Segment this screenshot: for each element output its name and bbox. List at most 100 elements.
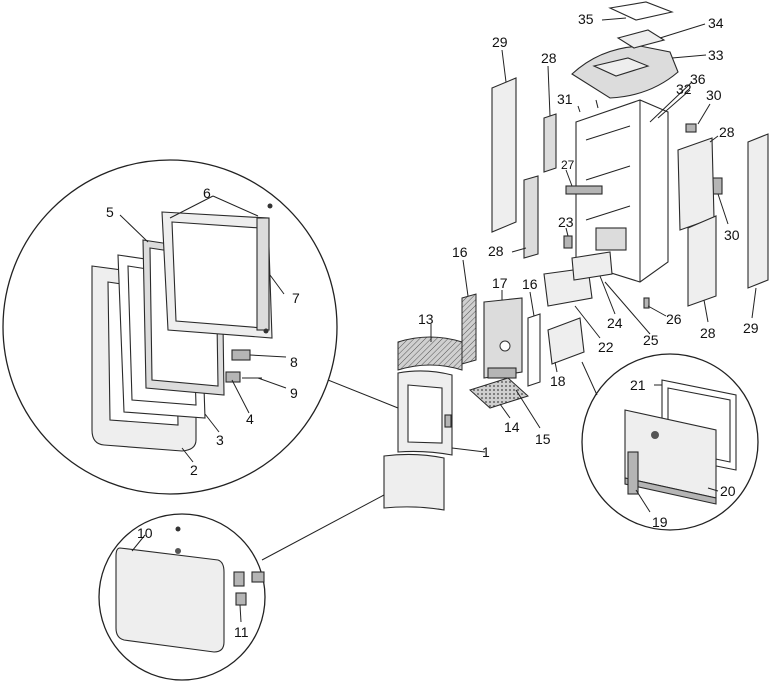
leader-29b: [751, 287, 757, 319]
drawer-hinge: [251, 571, 265, 583]
label-30b: 30: [724, 227, 740, 243]
top-plate-part: [608, 1, 674, 21]
label-1: 1: [482, 444, 490, 460]
leader-9: [257, 377, 287, 389]
bracket-part: [563, 235, 573, 249]
small-door-part: [547, 317, 585, 365]
drawer-front-part: [115, 547, 225, 653]
leader-18: [554, 361, 558, 373]
label-3: 3: [216, 432, 224, 448]
leader-6b: [212, 195, 259, 217]
leader-30a: [697, 103, 711, 125]
drawer-latch: [235, 592, 247, 606]
leader-16a: [462, 259, 469, 297]
label-29b: 29: [743, 320, 759, 336]
side-panel-left: [491, 77, 517, 233]
burn-pot-part: [469, 377, 529, 409]
leader-31a: [577, 105, 581, 113]
label-21: 21: [630, 377, 646, 393]
drawer-clip: [233, 571, 245, 587]
side-panel-right: [747, 133, 769, 289]
leader-26: [647, 305, 667, 317]
inner-door-edge: [624, 477, 717, 505]
leader-15: [515, 389, 541, 429]
stove-body-group: [563, 1, 729, 335]
back-plate-hole: [499, 340, 511, 352]
label-31: 31: [557, 91, 573, 107]
label-2: 2: [190, 462, 198, 478]
stove-frame-struts: [585, 100, 641, 282]
label-17: 17: [492, 275, 508, 291]
latch-part: [225, 371, 241, 383]
leader-30b: [717, 193, 729, 225]
label-4: 4: [246, 411, 254, 427]
label-25: 25: [643, 332, 659, 348]
label-28b: 28: [488, 243, 504, 259]
cover-panel-upper: [677, 137, 715, 231]
drawer-knob: [175, 548, 181, 554]
label-10: 10: [137, 525, 153, 541]
part-labels: 1 2 3 4 5 6 7 8 9 10 11 13 14 15 16 16 1…: [106, 11, 759, 640]
drawer-screw: [175, 526, 181, 532]
label-16b: 16: [522, 276, 538, 292]
label-23: 23: [558, 214, 574, 230]
burn-pot-frame: [487, 367, 517, 379]
label-32: 32: [676, 81, 692, 97]
leader-28a: [547, 65, 551, 117]
leader-2: [181, 447, 194, 463]
back-plate-part: [483, 297, 523, 379]
leader-8: [249, 354, 287, 358]
leader-7: [269, 274, 285, 295]
leader-32: [657, 89, 691, 119]
label-28d: 28: [700, 325, 716, 341]
leader-19: [635, 489, 651, 513]
leader-36: [649, 81, 693, 123]
retainer-strip: [256, 217, 270, 331]
leader-16b: [529, 291, 535, 317]
ash-drawer-part: [383, 453, 445, 511]
leader-6a: [169, 195, 214, 219]
inner-door-detail-callout: [581, 353, 759, 531]
label-14: 14: [504, 419, 520, 435]
inner-door-handle: [627, 451, 639, 495]
label-18: 18: [550, 373, 566, 389]
leader-34: [659, 23, 706, 39]
grille-part: [397, 336, 463, 371]
leader-25: [604, 281, 651, 335]
leader-31b: [595, 99, 599, 109]
leader-35: [601, 17, 627, 21]
label-11: 11: [234, 624, 249, 640]
leader-1: [451, 447, 486, 453]
door-window: [407, 384, 443, 444]
inner-door-knob: [651, 431, 659, 439]
label-24: 24: [607, 315, 623, 331]
label-7: 7: [292, 290, 300, 306]
leader-4: [231, 379, 250, 414]
drawer-detail-leader: [261, 494, 385, 561]
screw-bottom: [263, 328, 269, 334]
label-35: 35: [578, 11, 594, 27]
screw-top: [267, 203, 273, 209]
leader-29a: [501, 49, 507, 83]
door-detail-callout: [2, 159, 399, 495]
hinge-part: [231, 349, 251, 361]
cover-panel-lower: [687, 215, 717, 307]
lid-part: [616, 29, 666, 49]
glass-retainer-inner: [171, 221, 264, 329]
leader-23: [565, 227, 569, 237]
top-cover-recess: [592, 57, 650, 77]
leader-5: [119, 214, 149, 243]
label-13: 13: [418, 311, 434, 327]
label-22: 22: [598, 339, 614, 355]
leader-10: [131, 534, 146, 552]
leader-27: [565, 169, 573, 187]
side-liner-right: [527, 313, 541, 387]
display-part: [571, 251, 613, 281]
door-handle: [444, 414, 452, 428]
label-26: 26: [666, 311, 682, 327]
screw-part: [643, 297, 650, 309]
leader-22: [574, 305, 601, 339]
inner-door-detail-leader: [581, 361, 598, 396]
label-28c: 28: [719, 124, 735, 140]
